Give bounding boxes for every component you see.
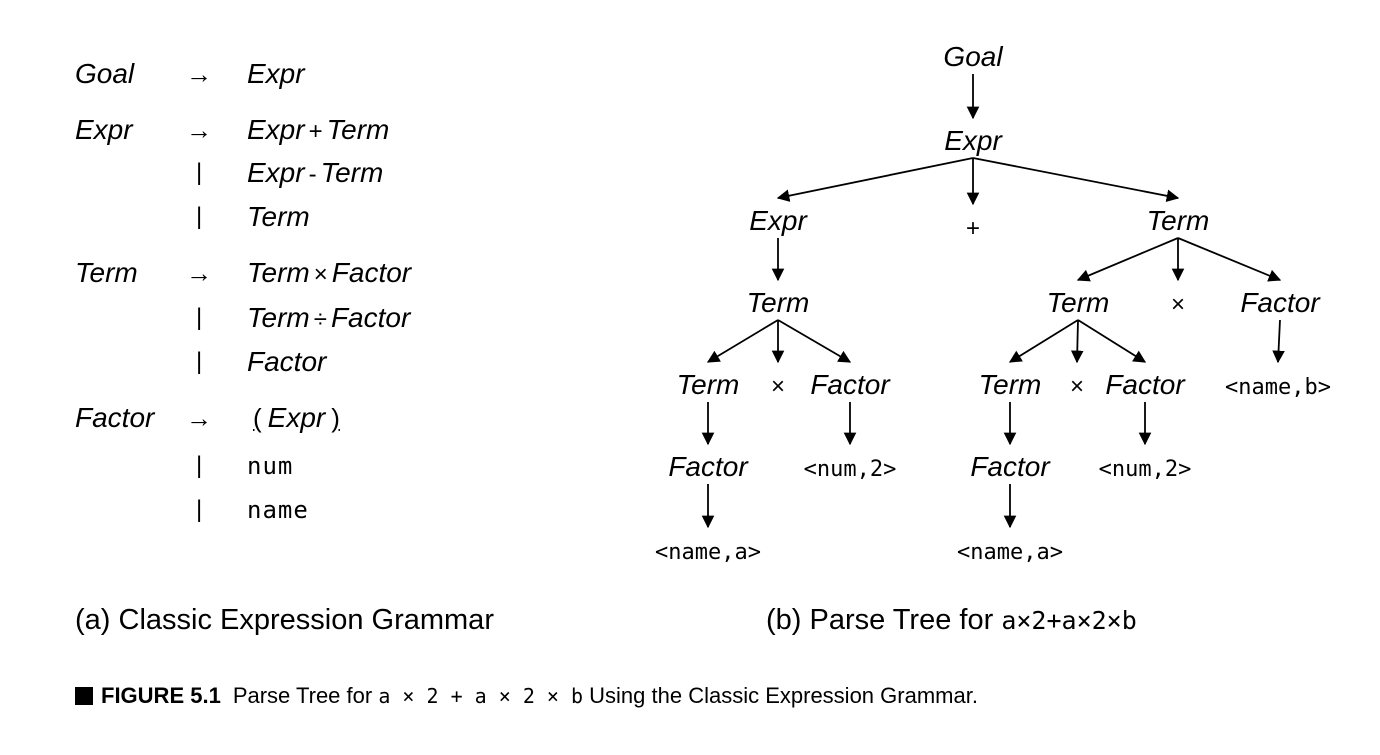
tree-edge-factor_r1-name_b <box>1272 319 1285 364</box>
tree-node-term_l1: Term <box>747 287 810 318</box>
caption-b-expression: a×2+a×2×b <box>1001 606 1137 635</box>
grammar-symbol: Expr <box>247 157 305 188</box>
figure-caption-prefix: Parse Tree for <box>232 683 379 708</box>
tree-edge-term_l1-factor_l2 <box>777 319 852 363</box>
grammar-symbol: Factor <box>247 346 327 377</box>
grammar-symbol: Expr <box>267 402 326 433</box>
tree-edge-term_r1-term_r2 <box>1008 319 1079 363</box>
tree-node-term_r2: Term <box>979 369 1042 400</box>
grammar-rhs: Term÷Factor <box>247 302 410 336</box>
tree-node-name_a_l: <name,a> <box>655 540 761 565</box>
tree-node-name_b: <name,b> <box>1225 375 1331 400</box>
production-arrow: → <box>186 403 212 433</box>
alternative-bar: | <box>196 496 203 523</box>
tree-edge-expr_root-term_r <box>972 157 1180 203</box>
grammar-symbol: Expr <box>247 114 305 145</box>
grammar-rhs: Factor <box>247 346 326 378</box>
tree-edge-expr_root-expr_l <box>776 157 974 202</box>
grammar-operator: - <box>308 161 317 188</box>
tree-edge-term_r1-factor_r2 <box>1077 319 1147 363</box>
tree-edge-term_r-term_r1 <box>1076 237 1179 282</box>
tree-node-factor_r1: Factor <box>1240 287 1321 318</box>
tree-node-factor_l3: Factor <box>668 451 749 482</box>
tree-node-num_l: <num,2> <box>804 457 897 482</box>
grammar-paren: ( <box>253 403 262 433</box>
caption-b-prefix: (b) Parse Tree for <box>766 604 1002 636</box>
tree-node-expr_l: Expr <box>749 205 808 236</box>
grammar-symbol: Term <box>247 302 310 333</box>
figure-caption-suffix: Using the Classic Expression Grammar. <box>583 683 978 708</box>
grammar-terminal: name <box>247 496 309 524</box>
grammar-symbol: Factor <box>331 257 412 288</box>
grammar-operator: × <box>313 261 328 288</box>
tree-node-factor_r2: Factor <box>1105 369 1186 400</box>
grammar-operator: + <box>308 118 323 145</box>
grammar-symbol: Term <box>247 201 310 232</box>
figure-label: FIGURE 5.1 <box>101 683 221 708</box>
grammar-symbol: Factor <box>330 302 411 333</box>
alternative-bar: | <box>196 159 203 186</box>
grammar-symbol: Term <box>320 157 384 188</box>
tree-node-term_r1: Term <box>1047 287 1110 318</box>
grammar-lhs: Goal <box>75 58 135 89</box>
grammar-rhs: Expr+Term <box>247 114 389 148</box>
grammar-lhs: Term <box>75 257 138 288</box>
tree-node-expr_root: Expr <box>944 125 1003 156</box>
tree-node-plus: + <box>966 215 980 242</box>
grammar-terminal: num <box>247 452 294 480</box>
grammar-rhs: Expr-Term <box>247 157 383 191</box>
grammar-rhs: name <box>247 494 309 526</box>
alternative-bar: | <box>196 452 203 479</box>
grammar-rhs: (Expr) <box>247 402 346 434</box>
tree-node-name_a_r: <name,a> <box>957 540 1063 565</box>
tree-node-factor_l2: Factor <box>810 369 891 400</box>
caption-b: (b) Parse Tree for a×2+a×2×b <box>766 604 1137 637</box>
tree-node-factor_r3: Factor <box>970 451 1051 482</box>
production-arrow: → <box>186 59 212 89</box>
grammar-rhs: Term <box>247 201 310 233</box>
tree-node-times_l: × <box>771 373 785 400</box>
grammar-operator: ÷ <box>313 306 327 333</box>
grammar-lhs: Expr <box>75 114 133 145</box>
caption-a: (a) Classic Expression Grammar <box>75 604 494 636</box>
alternative-bar: | <box>196 203 203 230</box>
tree-node-term_r: Term <box>1147 205 1210 236</box>
grammar-rhs: Expr <box>247 58 305 90</box>
tree-edge-term_r1-times_r2 <box>1070 319 1084 364</box>
production-arrow: → <box>186 258 212 288</box>
tree-node-times_r1: × <box>1171 291 1185 318</box>
figure-caption-expression: a × 2 + a × 2 × b <box>378 684 584 708</box>
alternative-bar: | <box>196 348 203 375</box>
grammar-symbol: Expr <box>247 58 305 89</box>
grammar-symbol: Term <box>326 114 390 145</box>
tree-edge-term_r-factor_r1 <box>1177 237 1282 282</box>
tree-node-num_r: <num,2> <box>1099 457 1192 482</box>
tree-edge-term_l1-term_l2 <box>706 319 779 363</box>
grammar-paren: ) <box>331 403 340 433</box>
tree-node-times_r2: × <box>1070 373 1084 400</box>
square-bullet-icon <box>75 687 93 705</box>
grammar-symbol: Term <box>247 257 310 288</box>
tree-node-goal: Goal <box>943 41 1003 72</box>
production-arrow: → <box>186 115 212 145</box>
grammar-rhs: Term×Factor <box>247 257 411 291</box>
tree-node-term_l2: Term <box>677 369 740 400</box>
alternative-bar: | <box>196 304 203 331</box>
grammar-lhs: Factor <box>75 402 155 433</box>
grammar-rhs: num <box>247 450 293 482</box>
figure-caption: FIGURE 5.1 Parse Tree for a × 2 + a × 2 ×… <box>75 683 978 709</box>
